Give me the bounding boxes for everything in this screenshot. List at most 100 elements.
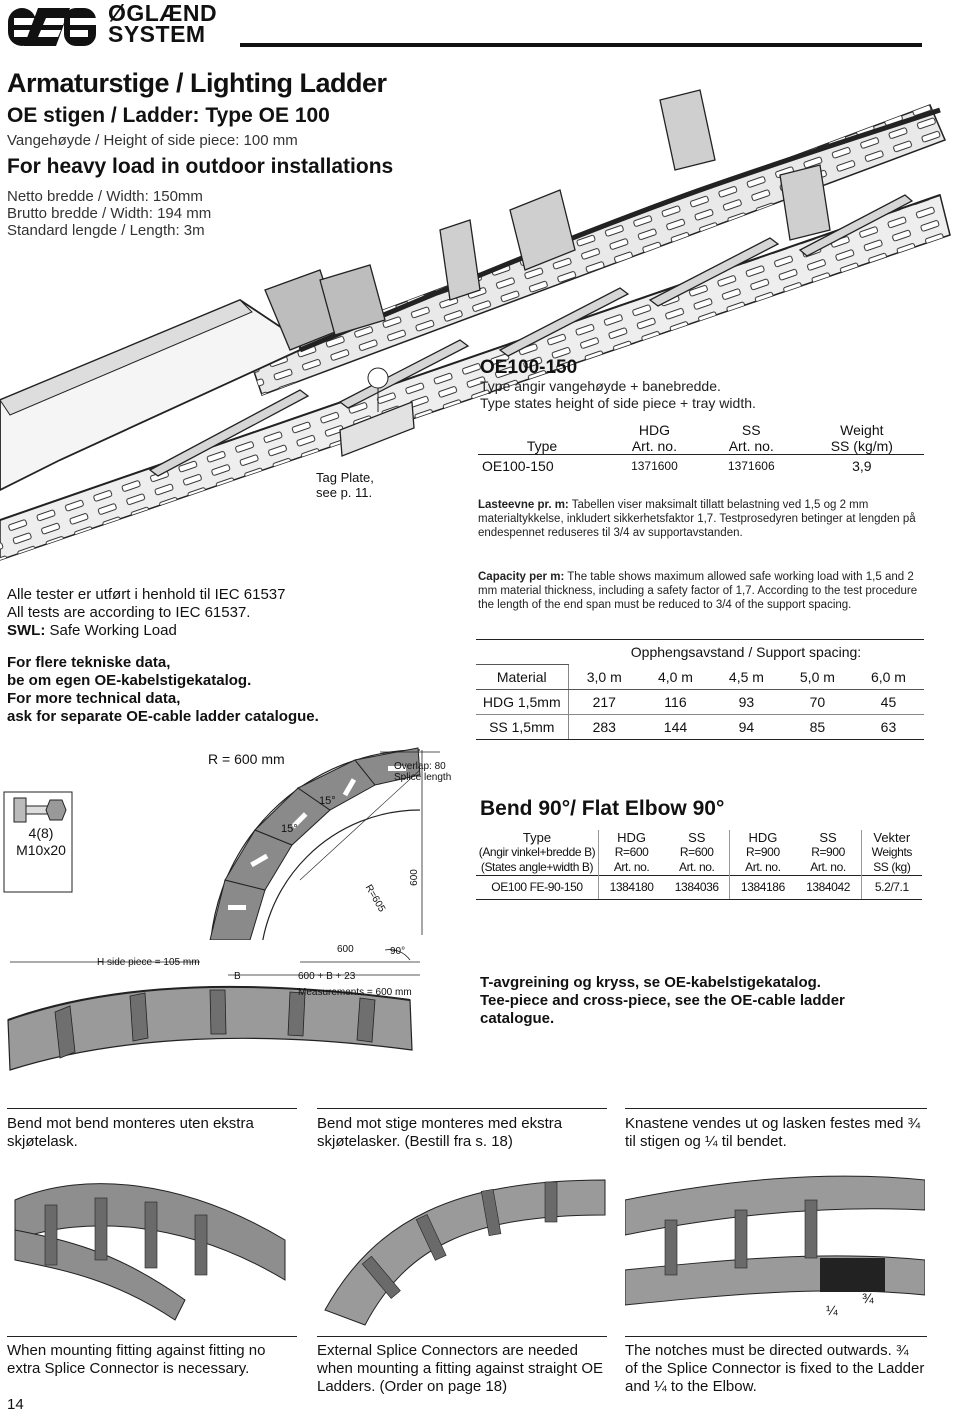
brand-line-1: ØGLÆND [108, 0, 218, 26]
divider [317, 1108, 607, 1109]
bend-cell: 1384186 [729, 875, 796, 900]
support-cell: 283 [568, 714, 640, 740]
support-head-cell: 5,0 m [781, 664, 853, 690]
bend-head-cell: Art. no. [613, 860, 650, 874]
weights-cell: 1371600 [606, 454, 703, 474]
spec-list: Netto bredde / Width: 150mm Brutto bredd… [7, 188, 211, 239]
oe-type-heading: OE100-150 [480, 357, 578, 378]
more-info: For flere tekniske data, be om egen OE-k… [7, 654, 319, 726]
bend-header-row-2: (Angir vinkel+bredde B) R=600 R=600 R=90… [476, 845, 922, 860]
bend-head-cell: (Angir vinkel+bredde B) [476, 845, 599, 860]
test-line-no: Alle tester er utført i henhold til IEC … [7, 586, 286, 603]
bend-head-cell: R=600 [664, 845, 731, 860]
support-cell: 217 [568, 689, 640, 715]
load-capacity-en-text: The table shows maximum allowed safe wor… [478, 571, 918, 611]
bend-head-cell: Vekter [873, 830, 911, 845]
usage-heading: For heavy load in outdoor installations [7, 155, 394, 178]
divider [317, 1336, 607, 1337]
bend-header-row-3: (States angle+width B) Art. no. Art. no.… [476, 860, 922, 876]
oe-description-en: Type states height of side piece + tray … [480, 395, 756, 411]
support-cell: 144 [639, 714, 711, 740]
more-info-line-2: be om egen OE-kabelstigekatalog. [7, 672, 252, 689]
support-head-cell: 6,0 m [852, 664, 924, 690]
weights-head-cell: Art. no. [631, 438, 677, 454]
bolt-count: 4(8) [28, 825, 54, 841]
quarter-label: ¼ [826, 1302, 838, 1318]
weights-header-bottom: Type Art. no. Art. no. SS (kg/m) [478, 438, 924, 455]
product-subtitle: OE stigen / Ladder: Type OE 100 [7, 104, 330, 127]
tag-plate-line-2: see p. 11. [316, 485, 373, 500]
page-title: Armaturstige / Lighting Ladder [7, 68, 387, 98]
bend-head-cell: SS [795, 830, 862, 845]
spec-netto: Netto bredde / Width: 150mm [7, 188, 203, 205]
brand-line-2: SYSTEM [108, 21, 206, 47]
oe-type-description: Type angir vangehøyde + banebredde. Type… [480, 378, 756, 412]
weights-head-cell: HDG [638, 422, 670, 438]
caption-bottom-3: The notches must be directed outwards. ¾… [625, 1342, 925, 1395]
weights-head-cell: Weight [840, 422, 884, 438]
three-quarter-label: ¾ [862, 1290, 874, 1306]
brand-name: ØGLÆND SYSTEM [108, 0, 218, 47]
bend-table: Type HDG SS HDG SS Vekter (Angir vinkel+… [476, 830, 922, 900]
tee-note-en: Tee-piece and cross-piece, see the OE-ca… [480, 992, 845, 1027]
dim-600-top: 600 [337, 944, 354, 955]
bend-head-cell: SS (kg) [873, 860, 911, 874]
bend-ladder-illustration [324, 1179, 606, 1326]
spec-length: Standard lengde / Length: 3m [7, 222, 205, 239]
angle-90-label: 90° [390, 946, 406, 957]
test-info: Alle tester er utført i henhold til IEC … [7, 586, 285, 640]
more-info-line-4: ask for separate OE-cable ladder catalog… [7, 708, 319, 725]
tag-plate-line-1: Tag Plate, [316, 470, 374, 485]
support-cell: 94 [710, 714, 782, 740]
load-capacity-en: Capacity per m: The table shows maximum … [478, 570, 926, 612]
bend-head-cell: R=900 [795, 845, 862, 860]
header-rule [240, 43, 922, 47]
b-label: B [234, 971, 241, 982]
bend-head-cell: Weights [871, 845, 913, 859]
weights-header-top: HDG SS Weight [478, 422, 924, 438]
side-height-text: Vangehøyde / Height of side piece: 100 m… [7, 132, 298, 149]
side-piece-label: H side piece = 105 mm [97, 957, 200, 968]
divider [7, 1336, 297, 1337]
bend-cell: 5.2/7.1 [861, 875, 922, 900]
bend-heading: Bend 90°/ Flat Elbow 90° [480, 797, 725, 820]
overlap-text: Overlap: 80 [394, 761, 446, 772]
page-number: 14 [7, 1396, 24, 1413]
caption-bottom-2: External Splice Connectors are needed wh… [317, 1342, 603, 1395]
table-row: OE100 FE-90-150 1384180 1384036 1384186 … [476, 875, 922, 900]
support-spacing-table: Opphengsavstand / Support spacing: Mater… [476, 639, 924, 740]
bend-head-cell: Art. no. [664, 860, 731, 876]
support-table-title: Opphengsavstand / Support spacing: [568, 639, 924, 665]
weights-head-cell [478, 422, 606, 438]
radius-label: R = 600 mm [208, 751, 285, 767]
caption-bottom-1: When mounting fitting against fitting no… [7, 1342, 266, 1377]
dim-600-b-23: 600 + B + 23 [298, 971, 356, 982]
angle-label-1: 15° [319, 795, 336, 807]
bend-drawing [3, 747, 440, 940]
caption-top-2: Bend mot stige monteres med ekstra skjøt… [317, 1115, 563, 1150]
bend-head-cell: HDG [617, 830, 647, 845]
tee-piece-note: T-avgreining og kryss, se OE-kabelstigek… [480, 974, 920, 1028]
load-capacity-no-label: Lasteevne pr. m: [478, 499, 569, 511]
bend-head-cell: Art. no. [745, 860, 781, 874]
bolt-spec: 4(8) M10x20 [9, 825, 73, 859]
load-capacity-en-label: Capacity per m: [478, 571, 565, 583]
divider [625, 1108, 927, 1109]
tee-note-no: T-avgreining og kryss, se OE-kabelstigek… [480, 974, 821, 991]
bend-cell: 1384180 [598, 875, 665, 900]
support-head-cell: 4,0 m [639, 664, 711, 690]
support-head-cell: Material [476, 664, 569, 690]
weights-head-cell: SS (kg/m) [830, 438, 893, 454]
overlap-label: Overlap: 80 Splice length [394, 761, 451, 783]
bend-cell: 1384042 [795, 875, 862, 900]
support-cell: HDG 1,5mm [476, 689, 569, 715]
support-title-row: Opphengsavstand / Support spacing: [476, 639, 924, 665]
support-cell: 93 [710, 689, 782, 715]
angle-label-2: 15° [281, 823, 298, 835]
bend-head-cell: R=600 [614, 845, 649, 859]
oe-description-no: Type angir vangehøyde + banebredde. [480, 378, 721, 394]
weights-table: HDG SS Weight Type Art. no. Art. no. SS … [478, 422, 924, 474]
weights-cell: OE100-150 [478, 454, 606, 474]
load-capacity-no-text: Tabellen viser maksimalt tillatt belastn… [478, 499, 916, 539]
weights-head-cell: Type [526, 438, 558, 454]
